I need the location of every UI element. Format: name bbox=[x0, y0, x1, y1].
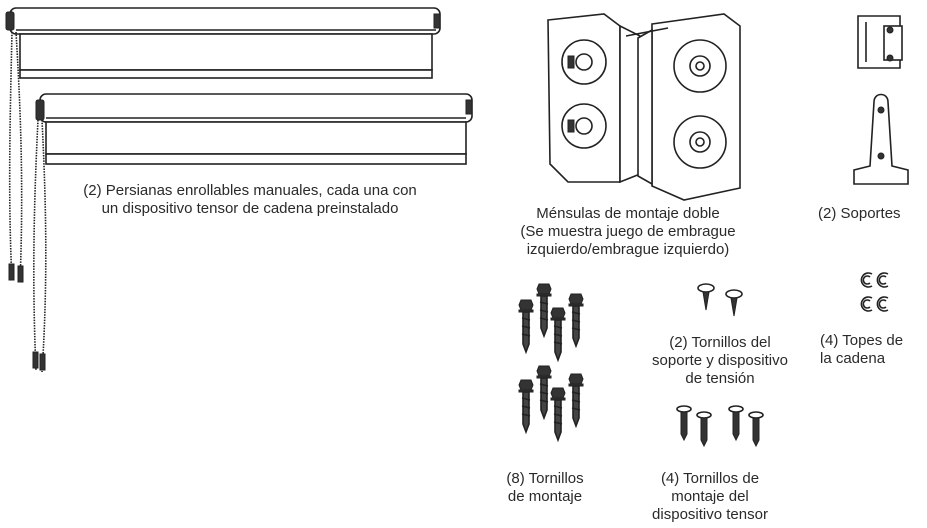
roller-shade-back bbox=[5, 7, 441, 79]
dual-brackets-caption: Ménsulas de montaje doble (Se muestra ju… bbox=[520, 205, 736, 258]
screw-icon bbox=[748, 411, 764, 447]
chain-stop-icon bbox=[860, 296, 873, 312]
lag-screw-icon bbox=[568, 373, 584, 427]
chain-stop-icon bbox=[860, 272, 873, 288]
supports-caption: (2) Soportes bbox=[818, 205, 901, 222]
lag-screw-icon bbox=[536, 365, 552, 419]
tensioner-screws-caption: (4) Tornillos de montaje del dispositivo… bbox=[652, 470, 768, 523]
screw-icon bbox=[728, 405, 744, 441]
bead-chains bbox=[8, 31, 47, 373]
roller-shade-front bbox=[35, 93, 473, 165]
roller-shades-caption: (2) Persianas enrollables manuales, cada… bbox=[83, 182, 417, 217]
chain-stop-icon bbox=[876, 272, 889, 288]
lag-screw-icon bbox=[568, 293, 584, 347]
lag-screw-icon bbox=[550, 387, 566, 441]
lag-screw-icon bbox=[550, 307, 566, 361]
screw-icon bbox=[676, 405, 692, 441]
screw-icon bbox=[696, 411, 712, 447]
bracket-screws-caption: (2) Tornillos del soporte y dispositivo … bbox=[652, 334, 788, 387]
lag-screw-icon bbox=[518, 379, 534, 433]
screw-icon bbox=[725, 289, 743, 317]
chain-stops-caption: (4) Topes de la cadena bbox=[820, 332, 904, 367]
chain-stop-icon bbox=[876, 296, 889, 312]
lag-screw-icon bbox=[536, 283, 552, 337]
screw-icon bbox=[697, 283, 715, 311]
lag-screw-icon bbox=[518, 299, 534, 353]
mounting-screws-caption: (8) Tornillos de montaje bbox=[506, 470, 584, 505]
